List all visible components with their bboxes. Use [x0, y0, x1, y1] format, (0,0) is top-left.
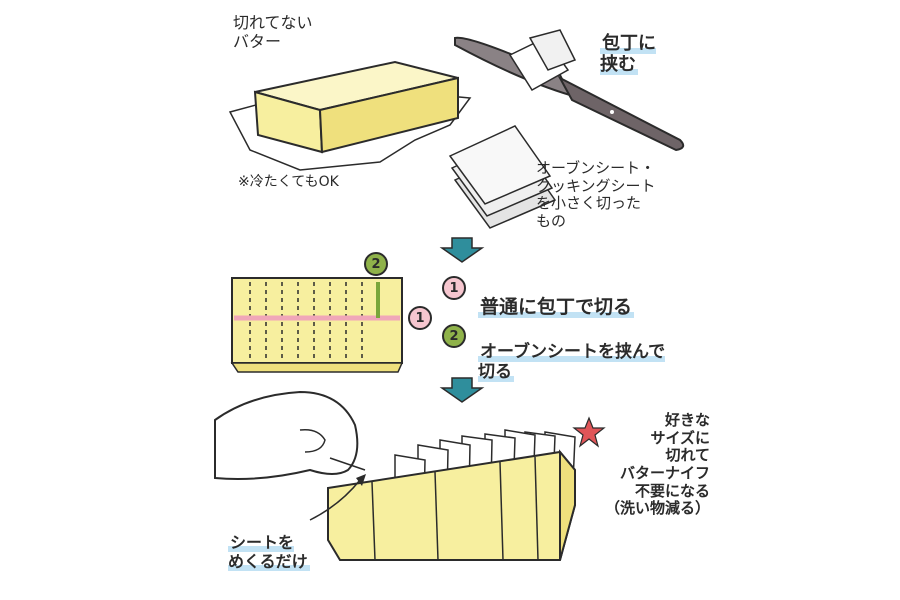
badge-diagram-1: 1: [408, 306, 432, 330]
butter-sliced: [327, 429, 576, 561]
label-sandwich-knife: 包丁に 挟む: [600, 12, 656, 76]
knife-rivet: [610, 110, 614, 114]
label-step-2-text: オーブンシートを挟んで 切る: [478, 342, 666, 383]
label-cold-ok: ※冷たくてもOK: [238, 174, 339, 190]
label-uncut-butter: 切れてない バター: [233, 13, 313, 51]
label-sandwich-knife-text: 包丁に 挟む: [600, 33, 656, 76]
label-step-1: 普通に包丁で切る: [478, 274, 635, 319]
butter-block-uncut: [228, 60, 472, 171]
parchment-stack: [448, 125, 557, 229]
knife: [454, 29, 685, 152]
arrow-down-icon: [439, 377, 485, 403]
label-flip-sheet-text: シートを めくるだけ: [228, 532, 310, 571]
parchment-on-knife-2: [528, 29, 577, 71]
knife-handle: [557, 75, 685, 152]
butter-cut-diagram: [230, 277, 404, 373]
label-step-2: オーブンシートを挟んで 切る: [478, 322, 666, 383]
star-icon: [572, 416, 606, 448]
badge-step-2: 2: [442, 324, 466, 348]
butter-side: [318, 76, 459, 154]
label-parchment-desc: オーブンシート・ クッキングシート を小さく切った もの: [536, 159, 656, 231]
pointer-arrowhead: [356, 474, 366, 486]
label-star-note: 好きな サイズに 切れて バターナイフ 不要になる （洗い物減る）: [604, 411, 710, 518]
pointer-arrow: [309, 479, 361, 521]
badge-step-1: 1: [442, 276, 466, 300]
label-flip-sheet: シートを めくるだけ: [228, 515, 310, 572]
badge-diagram-2: 2: [364, 252, 388, 276]
hand: [214, 390, 366, 480]
arrow-down-icon: [439, 237, 485, 263]
label-step-1-text: 普通に包丁で切る: [478, 296, 635, 319]
